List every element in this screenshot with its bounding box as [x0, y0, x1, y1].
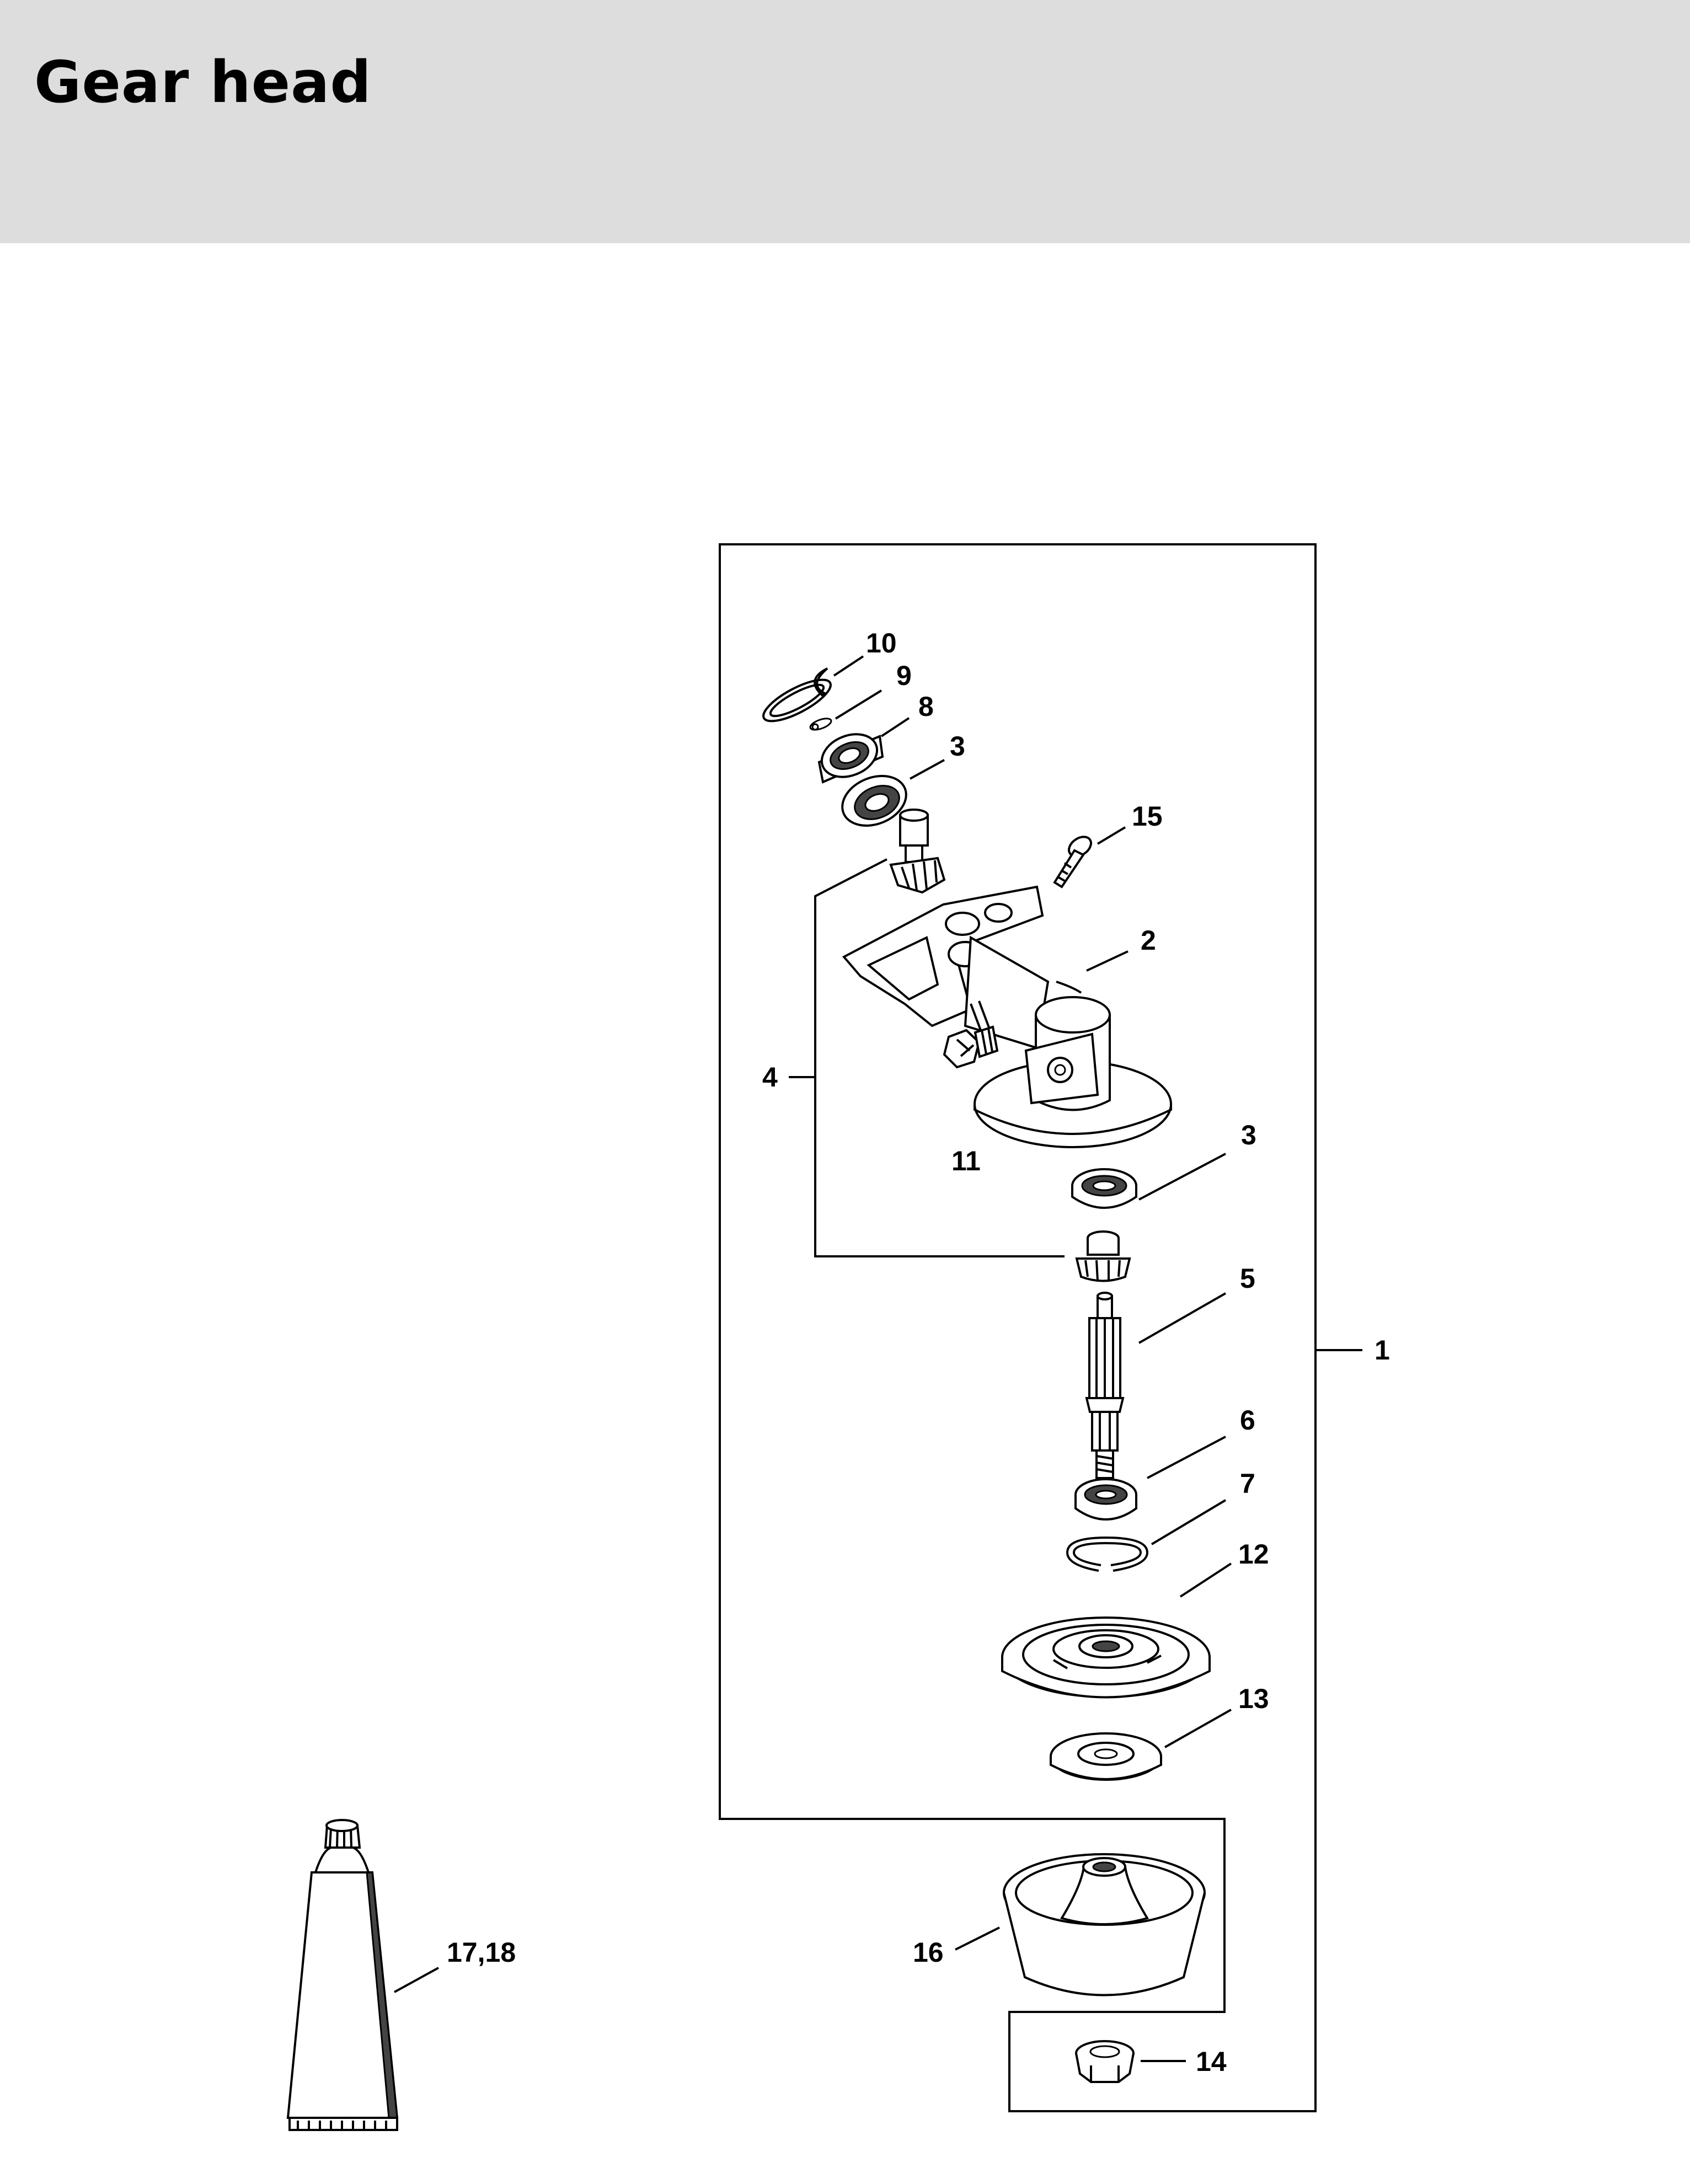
part-8-bearing: [817, 733, 884, 784]
header-band: Gear head: [0, 0, 1690, 243]
callout-3-lower: 3: [1241, 1120, 1256, 1150]
callout-17-18: 17,18: [447, 1937, 516, 1968]
part-15-screw: [1053, 836, 1092, 888]
callout-3-upper: 3: [950, 731, 965, 762]
callout-6: 6: [1240, 1405, 1255, 1436]
assembly-frame: [719, 543, 1317, 2112]
bevel-pinion: [889, 809, 946, 894]
callout-16: 16: [913, 1937, 944, 1968]
part-11-plug-screw: [943, 1025, 999, 1069]
callout-11: 11: [951, 1145, 981, 1176]
part-3-bearing-lower: [1071, 1168, 1137, 1209]
leader-10: [833, 655, 864, 677]
part-17-18-grease-tube: [286, 1819, 399, 2131]
leader-17-18: [394, 1967, 439, 1993]
leader-3-lower: [1138, 1153, 1226, 1201]
callout-7: 7: [1240, 1468, 1255, 1499]
leader-9: [835, 689, 883, 720]
leader-13: [1164, 1709, 1232, 1748]
callout-8: 8: [918, 691, 934, 722]
part-6-bearing: [1074, 1478, 1137, 1521]
part-16-cup: [1003, 1853, 1206, 1996]
leader-12: [1179, 1562, 1232, 1598]
callout-14: 14: [1196, 2046, 1227, 2077]
callout-13: 13: [1238, 1683, 1269, 1714]
part-5-output-shaft: [1085, 1292, 1125, 1479]
leader-8: [880, 717, 910, 737]
page-title: Gear head: [34, 49, 372, 116]
part-12-thrust-plate: [1001, 1616, 1211, 1699]
callout-15: 15: [1132, 801, 1163, 832]
leader-16: [955, 1926, 1000, 1951]
callout-4: 4: [762, 1062, 778, 1093]
callout-2: 2: [1141, 925, 1156, 956]
part-10-retaining-ring: [762, 667, 832, 722]
callout-10: 10: [866, 628, 897, 659]
callout-5: 5: [1240, 1263, 1255, 1294]
leader-5: [1138, 1292, 1226, 1344]
part-13-thrust-washer: [1050, 1732, 1162, 1781]
leader-6: [1147, 1436, 1226, 1479]
bevel-gear: [1075, 1230, 1131, 1282]
leader-3-upper: [910, 759, 945, 780]
part-7-circlip: [1066, 1536, 1149, 1572]
part-2-gear-housing: [842, 885, 1172, 1148]
callout-1: 1: [1375, 1335, 1390, 1366]
leader-2: [1086, 950, 1129, 972]
callout-12: 12: [1238, 1539, 1269, 1570]
callout-9: 9: [896, 660, 912, 691]
part-9-clip: [809, 718, 832, 731]
part-14-nut: [1075, 2040, 1135, 2083]
leader-15: [1097, 826, 1126, 845]
part-3-bearing-upper: [841, 775, 907, 827]
leader-7: [1151, 1499, 1227, 1545]
